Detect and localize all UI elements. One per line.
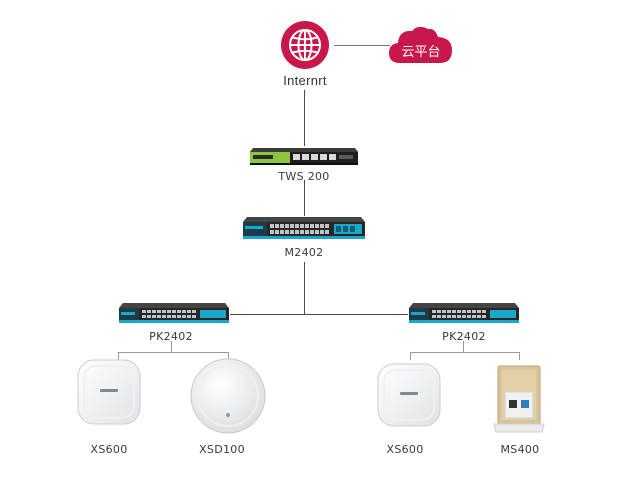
ceiling-ap-icon — [77, 359, 141, 425]
branch-left-drop-1 — [118, 352, 119, 360]
access-switch-right-label: PK2402 — [442, 330, 486, 343]
round-ap-icon — [190, 358, 266, 434]
switch-icon — [243, 217, 365, 239]
ap-xs600-right — [376, 362, 442, 428]
cloud-node: 云平台 — [388, 26, 454, 64]
link-internet-cloud — [334, 45, 390, 46]
ap-ms400-label: MS400 — [500, 443, 540, 456]
cloud-label: 云平台 — [401, 45, 441, 60]
switch-icon — [119, 303, 229, 323]
internet-label: Internrt — [283, 73, 327, 88]
branch-right-drop-1 — [410, 352, 411, 360]
link-gateway-core — [304, 180, 305, 216]
ap-xsd100 — [189, 357, 267, 435]
wall-panel-ap-icon — [493, 365, 545, 433]
ap-xs600-left — [76, 358, 142, 426]
branch-left-bar — [118, 352, 229, 353]
core-switch-device — [242, 216, 366, 240]
ceiling-ap-icon — [377, 363, 441, 427]
link-internet-gateway — [304, 90, 305, 146]
router-icon — [250, 148, 358, 165]
ap-xs600-right-label: XS600 — [386, 443, 424, 456]
branch-right-bar — [410, 352, 520, 353]
branch-left-stem — [171, 341, 172, 352]
ap-xsd100-label: XSD100 — [199, 443, 245, 456]
link-access-bus — [230, 314, 408, 315]
access-switch-left — [118, 302, 230, 324]
internet-node — [280, 20, 330, 70]
access-switch-left-label: PK2402 — [149, 330, 193, 343]
gateway-device — [249, 146, 359, 166]
globe-icon — [281, 21, 329, 69]
branch-right-drop-2 — [519, 352, 520, 360]
ap-ms400 — [492, 362, 546, 434]
access-switch-right — [408, 302, 520, 324]
cloud-icon — [389, 26, 452, 63]
switch-icon — [409, 303, 519, 323]
ap-xs600-left-label: XS600 — [90, 443, 128, 456]
branch-right-stem — [463, 341, 464, 352]
core-switch-label: M2402 — [284, 246, 324, 259]
gateway-label: TWS 200 — [278, 170, 330, 183]
branch-left-drop-2 — [228, 352, 229, 360]
link-core-access — [304, 262, 305, 315]
